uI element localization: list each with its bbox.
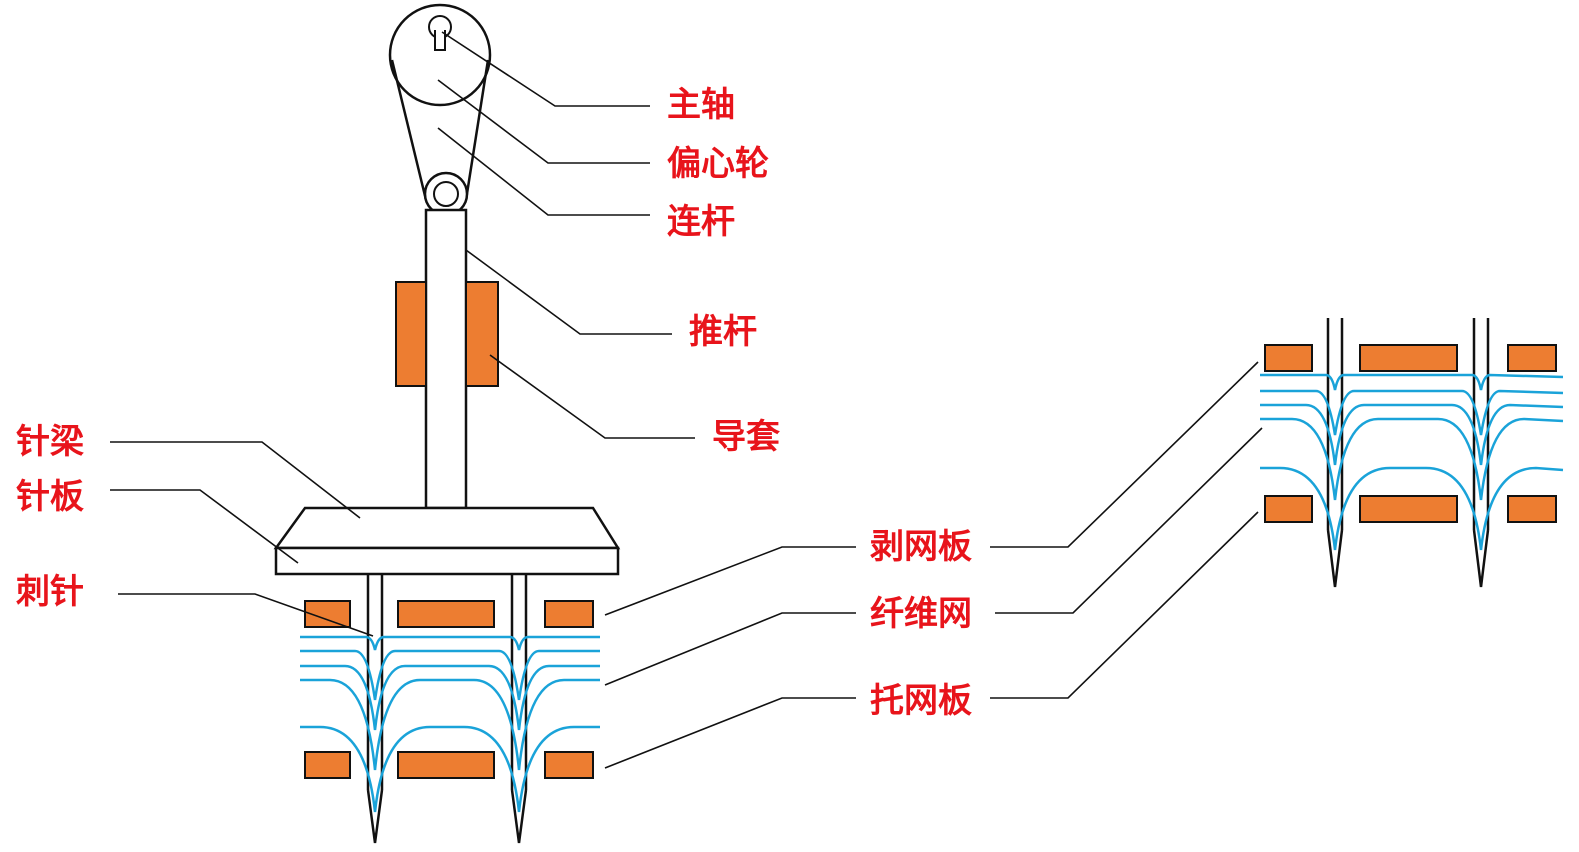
label-needle-board: 针板 bbox=[16, 477, 84, 517]
leader-fiber-web-detail bbox=[995, 427, 1263, 614]
label-stripper-plate: 剥网板 bbox=[870, 527, 972, 567]
leader-stripper-plate bbox=[604, 546, 856, 616]
eccentric-wheel bbox=[388, 3, 492, 107]
push-rod bbox=[424, 208, 468, 510]
detail-fiber-web bbox=[1258, 373, 1565, 552]
needle-beam bbox=[273, 506, 621, 550]
leader-lines bbox=[110, 31, 1263, 769]
needle-board bbox=[274, 546, 620, 576]
label-push-rod: 推杆 bbox=[689, 312, 757, 352]
needle-left bbox=[366, 574, 384, 844]
label-guide-sleeve: 导套 bbox=[712, 417, 780, 457]
leader-needle bbox=[118, 593, 374, 637]
label-bed-plate: 托网板 bbox=[870, 681, 972, 721]
leader-bed-plate-detail bbox=[990, 511, 1259, 699]
stripper-plate bbox=[304, 600, 594, 628]
label-eccentric: 偏心轮 bbox=[667, 144, 769, 184]
leader-connecting-rod bbox=[437, 127, 650, 216]
detail-stripper-plate bbox=[1264, 344, 1557, 372]
detail-needle-left bbox=[1326, 318, 1344, 588]
detail-bed-plate bbox=[1264, 495, 1557, 523]
leader-guide-sleeve bbox=[489, 354, 695, 439]
needle-right bbox=[510, 574, 528, 844]
leader-push-rod bbox=[465, 249, 672, 335]
label-fiber-web: 纤维网 bbox=[870, 594, 972, 634]
label-needle: 刺针 bbox=[16, 572, 84, 612]
leader-needle-board bbox=[110, 489, 299, 564]
label-needle-beam: 针梁 bbox=[16, 422, 84, 462]
leader-eccentric bbox=[437, 79, 650, 164]
leader-spindle bbox=[441, 31, 650, 107]
spindle-keyhole bbox=[428, 15, 452, 51]
leader-fiber-web bbox=[604, 612, 856, 686]
bed-plate bbox=[304, 751, 594, 779]
fiber-web bbox=[298, 635, 602, 814]
detail-needle-right bbox=[1472, 318, 1490, 588]
label-spindle: 主轴 bbox=[667, 85, 735, 125]
guide-sleeve bbox=[395, 281, 499, 387]
leader-stripper-plate-detail bbox=[990, 361, 1259, 548]
leader-bed-plate bbox=[604, 697, 856, 769]
leader-needle-beam bbox=[110, 441, 361, 519]
label-connecting-rod: 连杆 bbox=[667, 202, 735, 242]
